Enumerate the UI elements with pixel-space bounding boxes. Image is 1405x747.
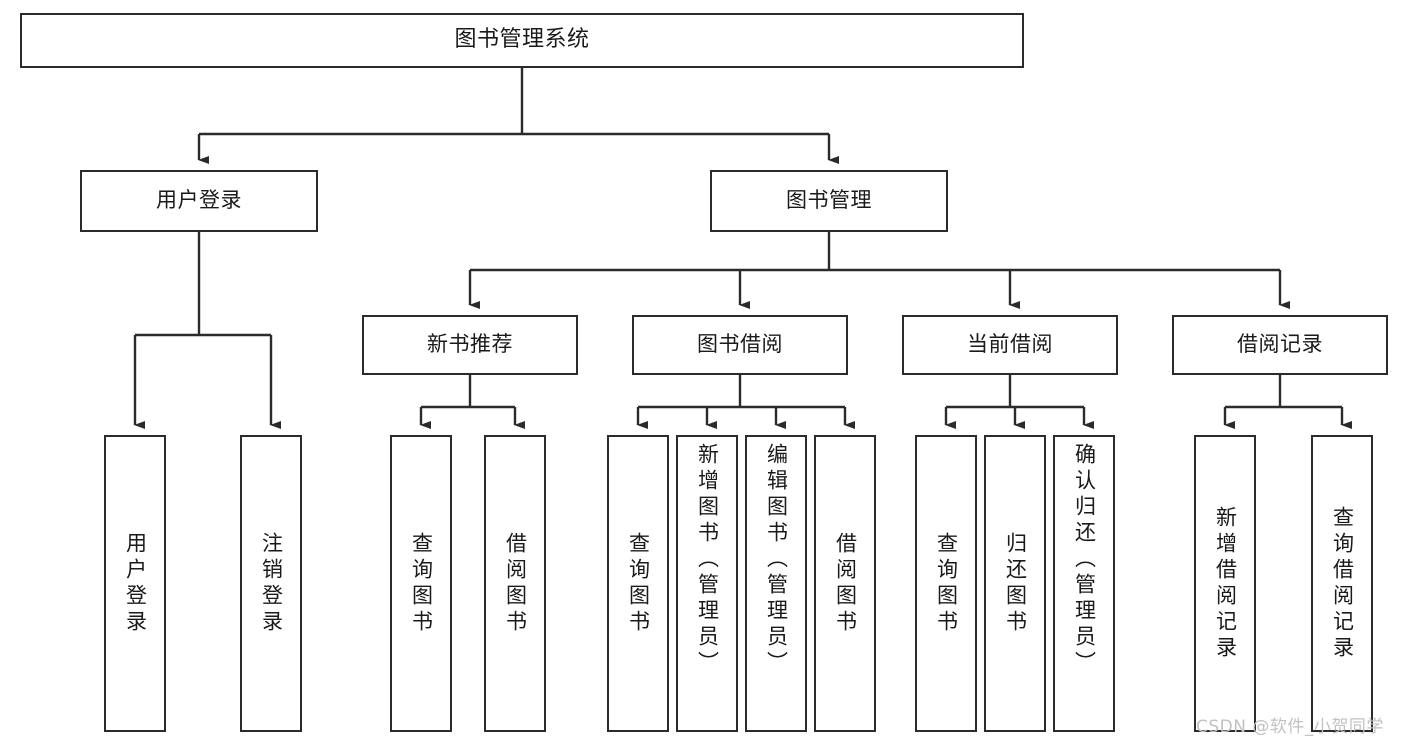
leaf-node[interactable]: 用户登录 bbox=[104, 435, 166, 732]
leaf-node[interactable]: 编辑图书（管理员） bbox=[745, 435, 807, 732]
node-book-management[interactable]: 图书管理 bbox=[710, 170, 948, 232]
leaf-node[interactable]: 新增借阅记录 bbox=[1194, 435, 1256, 732]
leaf-node-label: 归还图书 bbox=[1003, 531, 1028, 636]
node-root-label: 图书管理系统 bbox=[454, 27, 590, 53]
leaf-node-label: 查询图书 bbox=[626, 531, 651, 636]
node-book-borrow[interactable]: 图书借阅 bbox=[632, 315, 848, 375]
leaf-node[interactable]: 查询图书 bbox=[390, 435, 452, 732]
leaf-node[interactable]: 查询图书 bbox=[915, 435, 977, 732]
leaf-node[interactable]: 借阅图书 bbox=[484, 435, 546, 732]
leaf-node-label: 确认归还（管理员） bbox=[1072, 443, 1097, 677]
node-root[interactable]: 图书管理系统 bbox=[20, 13, 1024, 68]
leaf-node[interactable]: 查询借阅记录 bbox=[1311, 435, 1373, 732]
leaf-node-label: 查询借阅记录 bbox=[1330, 505, 1355, 662]
leaf-node-label: 注销登录 bbox=[259, 531, 284, 636]
leaf-node-label: 借阅图书 bbox=[833, 531, 858, 636]
node-current-borrow-label: 当前借阅 bbox=[967, 332, 1053, 357]
leaf-node-label: 查询图书 bbox=[934, 531, 959, 636]
leaf-node-label: 查询图书 bbox=[409, 531, 434, 636]
node-borrow-records[interactable]: 借阅记录 bbox=[1172, 315, 1388, 375]
node-current-borrow[interactable]: 当前借阅 bbox=[902, 315, 1118, 375]
node-book-management-label: 图书管理 bbox=[786, 188, 872, 213]
node-book-borrow-label: 图书借阅 bbox=[697, 332, 783, 357]
leaf-node-label: 新增借阅记录 bbox=[1213, 505, 1238, 662]
node-new-book-recommend-label: 新书推荐 bbox=[427, 332, 513, 357]
leaf-node[interactable]: 归还图书 bbox=[984, 435, 1046, 732]
leaf-node[interactable]: 查询图书 bbox=[607, 435, 669, 732]
node-new-book-recommend[interactable]: 新书推荐 bbox=[362, 315, 578, 375]
leaf-node-label: 新增图书（管理员） bbox=[695, 443, 720, 677]
leaf-node-label: 借阅图书 bbox=[503, 531, 528, 636]
node-borrow-records-label: 借阅记录 bbox=[1237, 332, 1323, 357]
leaf-node-label: 编辑图书（管理员） bbox=[764, 443, 789, 677]
leaf-node[interactable]: 确认归还（管理员） bbox=[1053, 435, 1115, 732]
leaf-node[interactable]: 新增图书（管理员） bbox=[676, 435, 738, 732]
leaf-node[interactable]: 借阅图书 bbox=[814, 435, 876, 732]
leaf-node[interactable]: 注销登录 bbox=[240, 435, 302, 732]
node-user-login[interactable]: 用户登录 bbox=[80, 170, 318, 232]
csdn-watermark: CSDN @软件_小贺同学 bbox=[1196, 717, 1384, 737]
leaf-node-label: 用户登录 bbox=[123, 531, 148, 636]
node-user-login-label: 用户登录 bbox=[156, 188, 242, 213]
